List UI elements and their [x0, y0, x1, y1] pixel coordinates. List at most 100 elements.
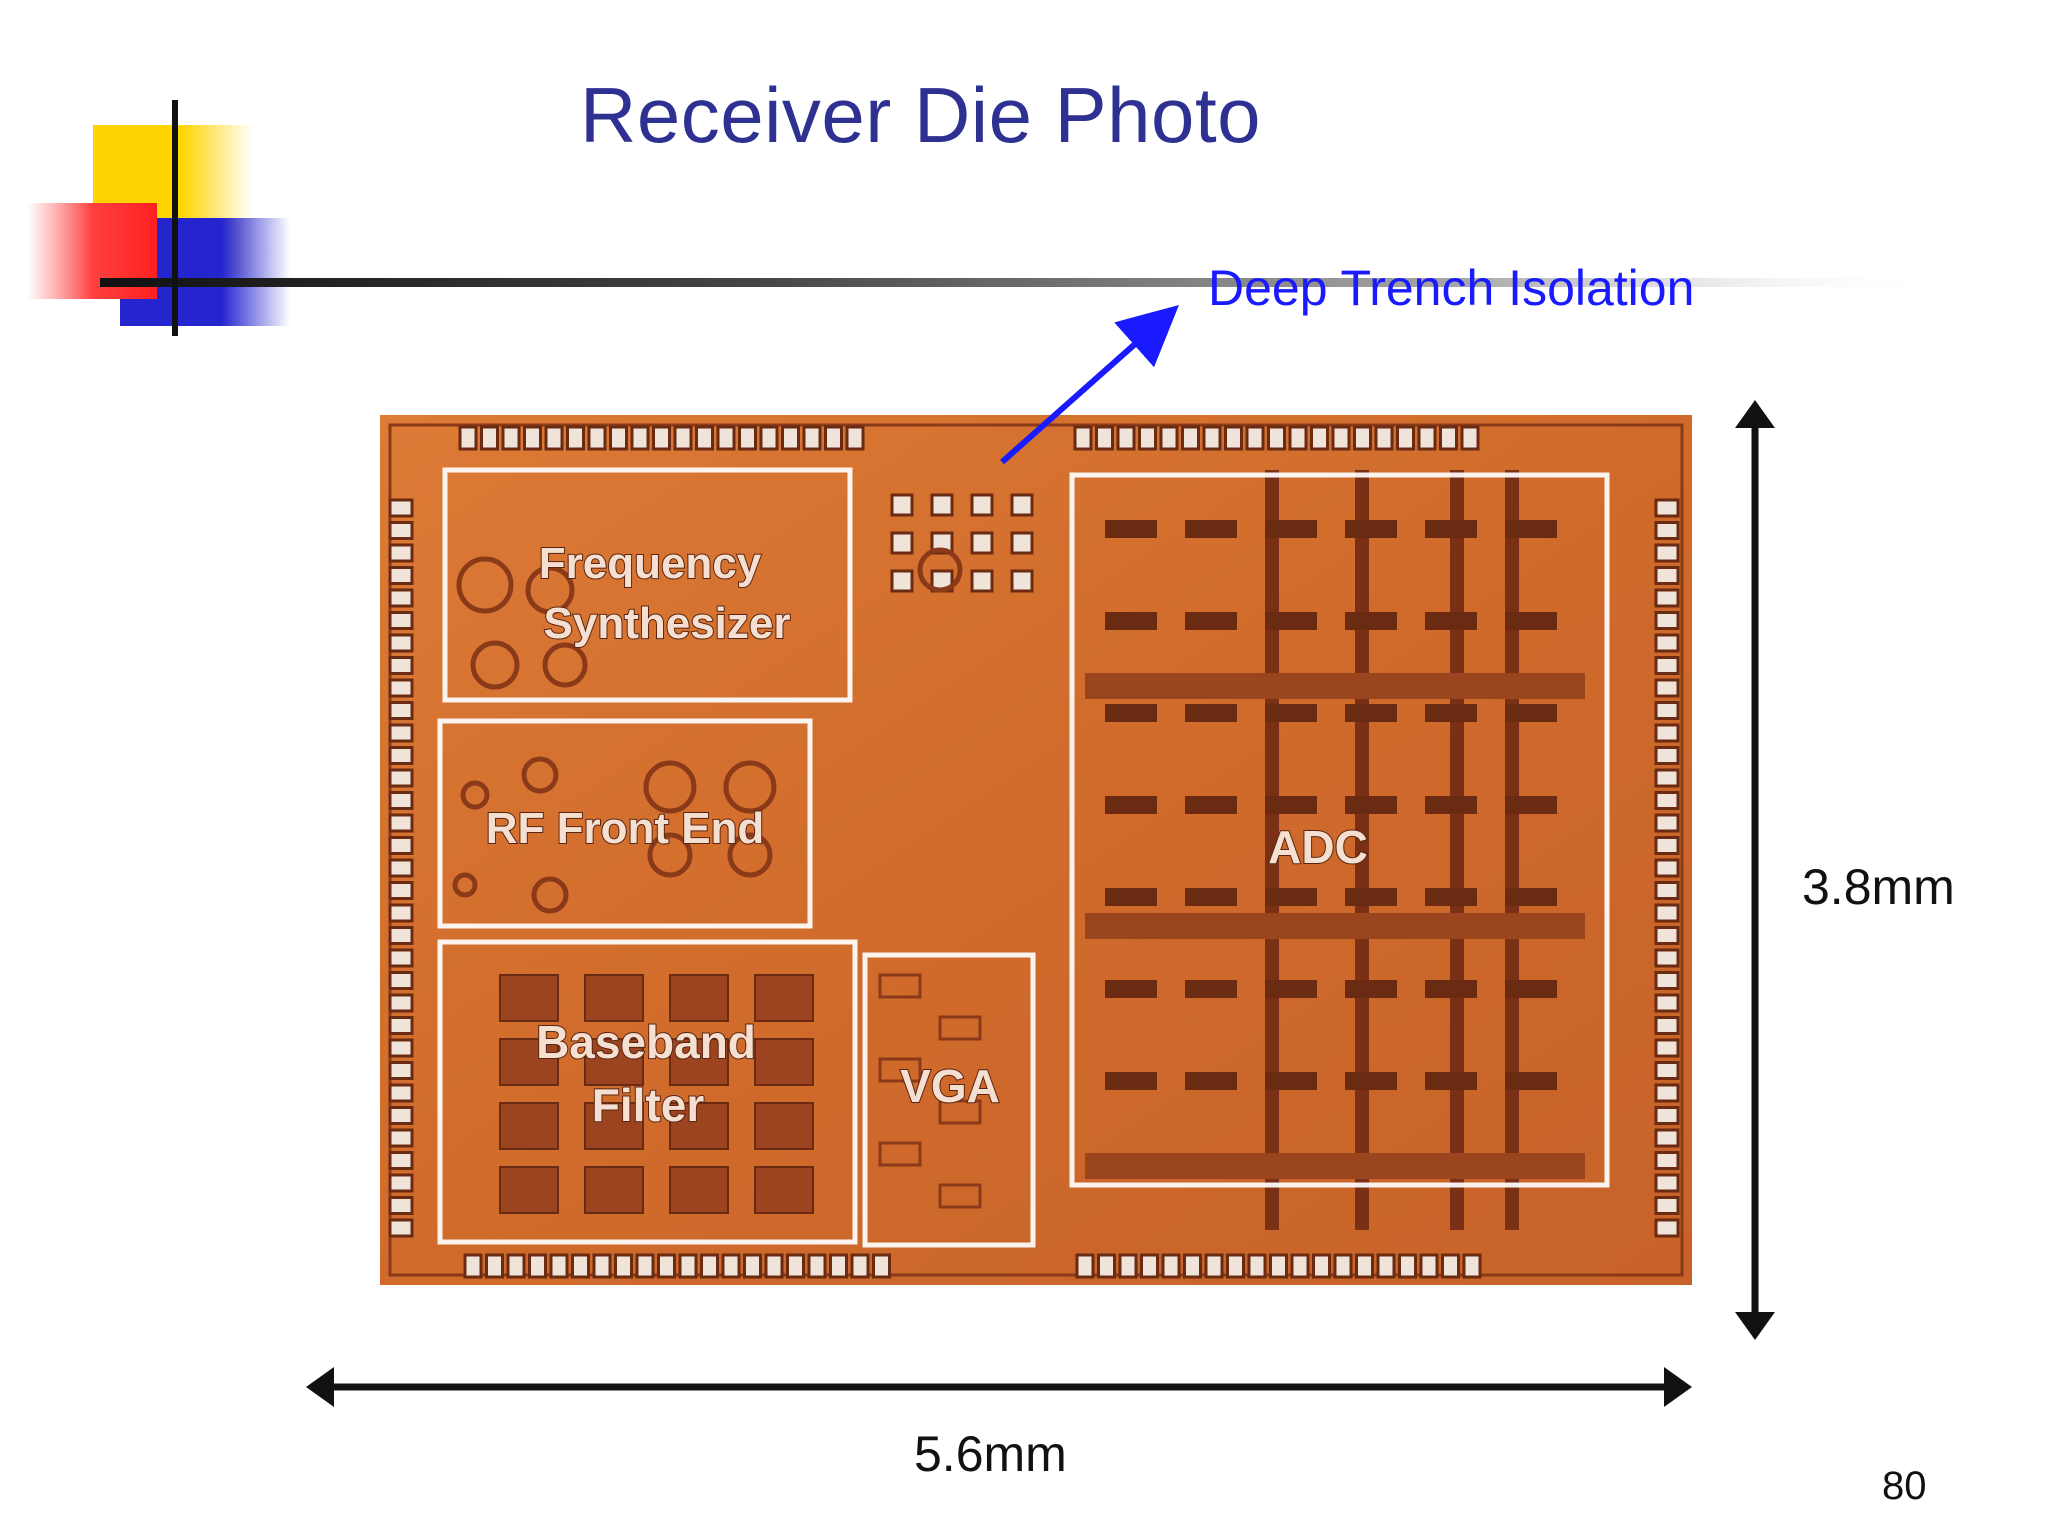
capacitor-array	[584, 1166, 644, 1214]
bond-pad	[388, 678, 414, 698]
bond-pad	[1654, 1083, 1680, 1103]
bond-pad	[786, 1253, 805, 1279]
adc-cell	[1185, 1072, 1237, 1090]
block-label-rf-front-end: RF Front End	[486, 804, 765, 853]
adc-cell	[1505, 888, 1557, 906]
capacitor-array	[669, 974, 729, 1022]
bond-pad	[1159, 425, 1179, 451]
die-photo: Frequency Synthesizer RF Front End Baseb…	[380, 415, 1692, 1285]
bond-pad	[1654, 701, 1680, 720]
adc-cell	[1265, 612, 1317, 630]
bond-pad	[721, 1253, 741, 1279]
adc-cell	[1425, 1072, 1477, 1090]
bond-pad	[1116, 425, 1136, 451]
bond-pad	[1654, 971, 1680, 990]
adc-row-bus	[1085, 673, 1585, 699]
bond-pad	[1441, 1253, 1460, 1279]
bond-pad	[388, 971, 414, 990]
bond-pad	[388, 836, 414, 855]
bond-pad	[388, 543, 414, 563]
bond-pad	[630, 425, 650, 451]
adc-cell	[1505, 796, 1557, 814]
adc-cell	[1345, 1072, 1397, 1090]
bond-pad	[1224, 425, 1243, 451]
bond-pad	[1654, 993, 1680, 1013]
capacitor-array	[669, 1102, 729, 1150]
rf-front-end-block	[437, 718, 813, 929]
adc-cell	[1345, 888, 1397, 906]
bond-pad	[1095, 425, 1114, 451]
bond-pad	[388, 566, 414, 585]
bond-pad	[1439, 425, 1458, 451]
slide-title: Receiver Die Photo	[580, 71, 1261, 159]
bond-pad	[1417, 425, 1437, 451]
bond-pad	[458, 425, 478, 451]
bond-pad	[388, 1128, 414, 1148]
adc-cell	[1265, 520, 1317, 538]
adc-cell	[1105, 520, 1157, 538]
bond-pad	[544, 425, 564, 451]
bond-pad	[587, 425, 607, 451]
adc-cell	[1425, 980, 1477, 998]
vga-device	[878, 973, 922, 999]
bond-pad	[1654, 926, 1680, 945]
capacitor-array	[754, 1166, 814, 1214]
bond-pad	[1654, 1151, 1680, 1170]
bond-pad	[1654, 543, 1680, 563]
inductor	[460, 780, 490, 810]
bond-pad	[388, 768, 414, 788]
bond-pad	[1654, 1061, 1680, 1080]
capacitor-array	[584, 1038, 644, 1086]
bond-pad	[1654, 1173, 1680, 1193]
adc-cell	[1105, 704, 1157, 722]
bond-pad	[1654, 948, 1680, 968]
bond-pad	[1140, 1253, 1159, 1279]
inductor	[917, 547, 963, 593]
bond-pad	[463, 1253, 483, 1279]
capacitor-array	[754, 1038, 814, 1086]
bond-pad	[388, 813, 414, 833]
bond-pad	[1396, 425, 1415, 451]
bond-pad	[1202, 425, 1222, 451]
bond-pad	[890, 531, 914, 555]
adc-cell	[1425, 612, 1477, 630]
bond-pad	[1419, 1253, 1439, 1279]
bond-pad	[652, 425, 671, 451]
bond-pad	[872, 1253, 891, 1279]
bond-pad	[1310, 425, 1329, 451]
adc-cell	[1105, 796, 1157, 814]
bond-pad	[388, 993, 414, 1013]
width-dimension-label: 5.6mm	[914, 1426, 1067, 1482]
bond-pad	[388, 611, 414, 630]
page-number: 80	[1882, 1464, 1927, 1508]
vga-device	[938, 1015, 982, 1041]
bond-pads	[388, 425, 1680, 1279]
height-arrow-bottom-head	[1735, 1312, 1775, 1340]
bond-pad	[970, 569, 994, 593]
adc-cell	[1345, 612, 1397, 630]
adc-cell	[1425, 520, 1477, 538]
bond-pad	[1654, 678, 1680, 698]
adc-cell	[1345, 980, 1397, 998]
bond-pad	[1374, 425, 1394, 451]
bond-pad	[388, 633, 414, 653]
block-label-baseband: Baseband	[536, 1016, 756, 1068]
bond-pad	[1654, 498, 1680, 518]
bond-pad	[657, 1253, 676, 1279]
adc-cell	[1345, 704, 1397, 722]
capacitor-array	[499, 1166, 559, 1214]
adc-cell	[1265, 1072, 1317, 1090]
bond-pad	[738, 425, 757, 451]
bond-pad	[1010, 493, 1034, 517]
bond-pad	[1654, 858, 1680, 878]
deep-trench-isolation-label: Deep Trench Isolation	[1208, 260, 1695, 316]
frequency-synthesizer-block	[442, 467, 853, 703]
bond-pad	[571, 1253, 590, 1279]
bond-pad	[388, 948, 414, 968]
bond-pad	[1654, 881, 1680, 900]
bond-pad	[764, 1253, 784, 1279]
bond-pad	[1138, 425, 1157, 451]
inductor	[521, 756, 559, 794]
bond-pad	[549, 1253, 569, 1279]
